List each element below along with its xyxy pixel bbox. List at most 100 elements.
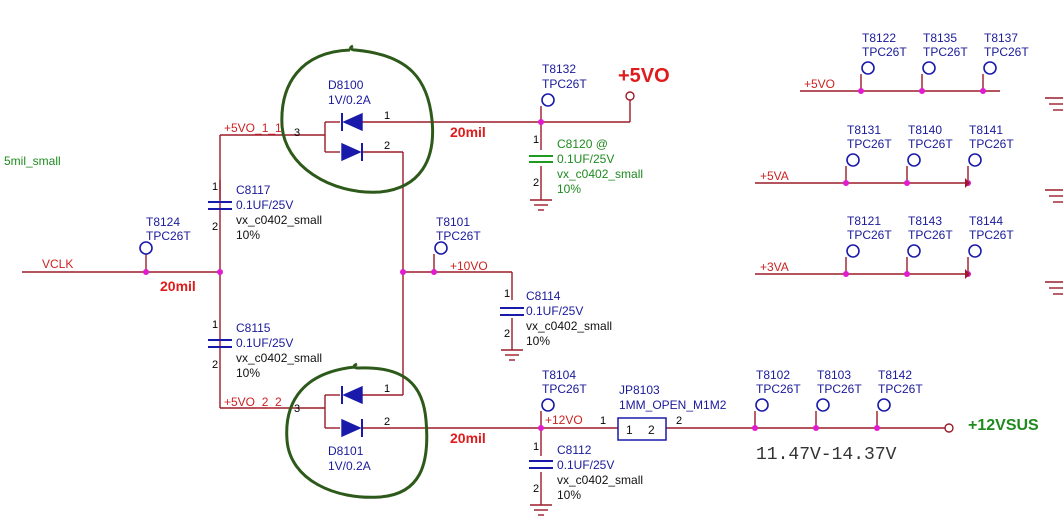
tp-t8101-ref: T8101: [436, 215, 470, 229]
pin-c8114-2: 2: [504, 328, 510, 340]
jp8103-pin1: 1: [626, 423, 633, 437]
cap-c8114-symbol: [500, 307, 524, 316]
tp-t8131-ref: T8131: [847, 123, 881, 137]
pin-c8115-1: 1: [212, 319, 218, 331]
tp-t8104-ref: T8104: [542, 368, 576, 382]
tp-t8144-type: TPC26T: [969, 228, 1014, 242]
tp-t8142-type: TPC26T: [878, 382, 923, 396]
trace-width-bottom: 20mil: [450, 430, 486, 446]
ground-symbols: [501, 97, 1063, 516]
tp-t8122-ref: T8122: [862, 31, 896, 45]
d8101-ref: D8101: [328, 444, 364, 458]
d8100-value: 1V/0.2A: [328, 93, 371, 107]
cap-c8115-symbol: [208, 339, 232, 348]
label-plus12vsus: +12VSUS: [968, 417, 1039, 434]
tp-t8124-ref: T8124: [146, 215, 180, 229]
tp-t8132-type: TPC26T: [542, 77, 587, 91]
tp-t8137-ref: T8137: [984, 31, 1018, 45]
tp-t8101-type: TPC26T: [436, 229, 481, 243]
c8112-footprint: vx_c0402_small: [557, 473, 643, 487]
c8115-ref: C8115: [236, 321, 271, 335]
pin-d8101-1: 1: [384, 383, 390, 395]
annotation-circle-bottom: [285, 362, 429, 499]
tp-t8103-type: TPC26T: [817, 382, 862, 396]
annotation-circle-top: [280, 44, 435, 194]
tp-t8141-type: TPC26T: [969, 137, 1014, 151]
tp-t8142-ref: T8142: [878, 368, 912, 382]
net-3va: +3VA: [760, 260, 789, 274]
c8117-value: 0.1UF/25V: [236, 198, 293, 212]
net-5vo-right: +5VO: [804, 77, 835, 91]
trace-width-top: 20mil: [450, 124, 486, 140]
tp-t8137-type: TPC26T: [984, 45, 1029, 59]
tp-t8122-type: TPC26T: [862, 45, 907, 59]
c8117-footprint: vx_c0402_small: [236, 213, 322, 227]
c8112-ref: C8112: [557, 443, 592, 457]
tp-t8141-ref: T8141: [969, 123, 1003, 137]
c8114-ref: C8114: [526, 289, 561, 303]
c8112-tol: 10%: [557, 488, 581, 502]
tp-t8135-type: TPC26T: [923, 45, 968, 59]
net-12vo: +12VO: [545, 413, 583, 427]
jp8103-pin2: 2: [648, 423, 655, 437]
cap-c8117-symbol: [208, 201, 232, 210]
jp8103-ref: JP8103: [619, 383, 660, 397]
pin-jp-right: 2: [676, 415, 682, 427]
tp-t8103-ref: T8103: [817, 368, 851, 382]
c8115-footprint: vx_c0402_small: [236, 351, 322, 365]
pin-c8115-2: 2: [212, 359, 218, 371]
pin-d8100-1: 1: [384, 110, 390, 122]
tp-t8143-type: TPC26T: [908, 228, 953, 242]
pin-c8112-2: 2: [533, 483, 539, 495]
c8120-value: 0.1UF/25V: [557, 152, 614, 166]
diode-d8100: [341, 112, 363, 162]
cap-c8120-symbol: [529, 155, 553, 163]
c8114-value: 0.1UF/25V: [526, 304, 583, 318]
voltage-range: 11.47V-14.37V: [756, 445, 897, 465]
tp-t8102-type: TPC26T: [756, 382, 801, 396]
net-5vo-2-2: +5VO_2_2: [224, 395, 282, 409]
tp-t8144-ref: T8144: [969, 214, 1003, 228]
pin-c8117-2: 2: [212, 221, 218, 233]
tp-t8124-type: TPC26T: [146, 229, 191, 243]
pin-jp-left: 1: [600, 415, 606, 427]
c8112-value: 0.1UF/25V: [557, 458, 614, 472]
tp-t8140-ref: T8140: [908, 123, 942, 137]
pin-c8120-2: 2: [533, 177, 539, 189]
left-label: 5mil_small: [4, 154, 61, 168]
d8100-ref: D8100: [328, 78, 364, 92]
tp-t8104-type: TPC26T: [542, 382, 587, 396]
tp-t8102-ref: T8102: [756, 368, 790, 382]
tp-t8140-type: TPC26T: [908, 137, 953, 151]
tp-t8121-ref: T8121: [847, 214, 881, 228]
label-plus5vo: +5VO: [618, 65, 670, 87]
c8114-tol: 10%: [526, 334, 550, 348]
c8120-footprint: vx_c0402_small: [557, 167, 643, 181]
tp-t8135-ref: T8135: [923, 31, 957, 45]
net-vclk: VCLK: [42, 257, 73, 271]
text-layer: 5mil_small VCLK +5VO_1_1 +5VO_2_2 +10VO …: [4, 31, 1039, 502]
pin-c8112-1: 1: [533, 441, 539, 453]
pin-c8114-1: 1: [504, 288, 510, 300]
net-5vo-1-1: +5VO_1_1: [224, 121, 282, 135]
c8120-tol: 10%: [557, 182, 581, 196]
trace-width-vclk: 20mil: [160, 278, 196, 294]
c8117-tol: 10%: [236, 228, 260, 242]
c8114-footprint: vx_c0402_small: [526, 319, 612, 333]
d8101-value: 1V/0.2A: [328, 459, 371, 473]
c8115-tol: 10%: [236, 366, 260, 380]
diode-d8101: [341, 385, 363, 438]
tp-t8143-ref: T8143: [908, 214, 942, 228]
pin-d8100-2: 2: [384, 140, 390, 152]
tp-t8121-type: TPC26T: [847, 228, 892, 242]
jumper-jp8103: [617, 417, 667, 441]
net-5va: +5VA: [760, 169, 789, 183]
pin-d8101-2: 2: [384, 416, 390, 428]
testpoint-circles: [139, 61, 997, 412]
tp-t8131-type: TPC26T: [847, 137, 892, 151]
net-10vo: +10VO: [450, 259, 488, 273]
c8120-ref: C8120 @: [557, 137, 608, 151]
pin-c8117-1: 1: [212, 181, 218, 193]
